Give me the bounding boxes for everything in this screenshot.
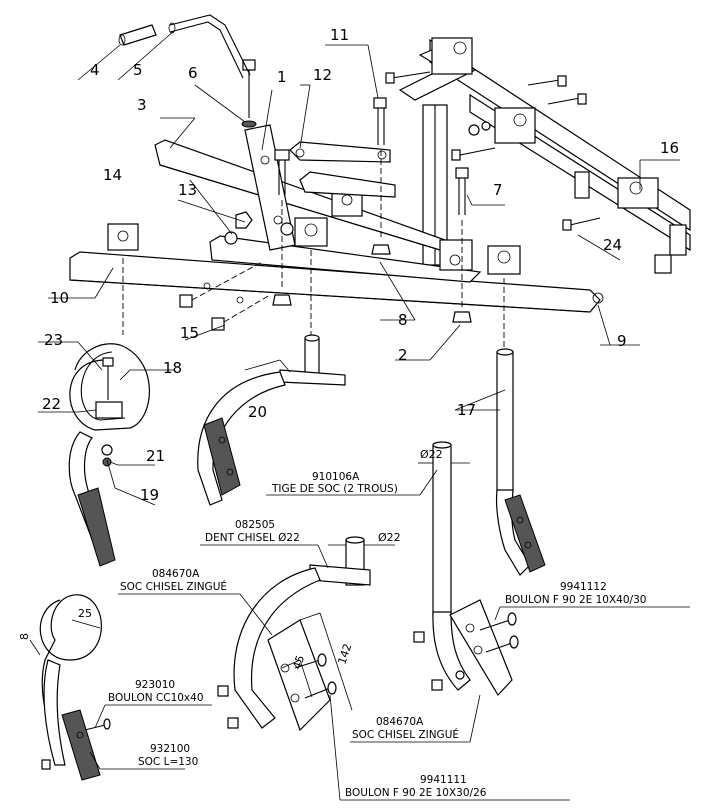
- callout-code: 9941112: [560, 581, 607, 593]
- spring-tine-18: [68, 343, 150, 567]
- item-number-19: 19: [140, 486, 159, 504]
- callout-boulon-f30: 9941111 BOULON F 90 2E 10X30/26: [329, 694, 570, 801]
- callout-soc-top: 084670A SOC CHISEL ZINGUÉ: [118, 568, 273, 636]
- handle-5: [168, 14, 251, 79]
- dim-45: 45: [290, 654, 307, 671]
- bolts-15: [179, 261, 271, 331]
- dim-25: 25: [78, 607, 92, 620]
- item-number-2: 2: [398, 346, 408, 364]
- item-number-8: 8: [398, 311, 408, 329]
- tige-de-soc: [413, 441, 519, 696]
- callout-desc: BOULON F 90 2E 10X40/30: [505, 594, 646, 606]
- callout-desc: SOC L=130: [138, 756, 198, 768]
- item-number-23: 23: [44, 331, 63, 349]
- bolt-11: [371, 97, 391, 255]
- item-number-18: 18: [163, 359, 182, 377]
- tine-20: [197, 334, 346, 506]
- callout-desc: TIGE DE SOC (2 TROUS): [271, 483, 398, 495]
- callout-desc: DENT CHISEL Ø22: [205, 532, 300, 544]
- item-number-7: 7: [493, 181, 503, 199]
- item-number-1: 1: [277, 68, 287, 86]
- pin-4: [118, 24, 157, 46]
- callout-code: 084670A: [152, 568, 200, 580]
- callout-tige: 910106A TIGE DE SOC (2 TROUS) Ø22: [266, 448, 470, 496]
- item-number-22: 22: [42, 395, 61, 413]
- item-number-6: 6: [188, 64, 198, 82]
- callout-code: 923010: [135, 679, 175, 691]
- callout-desc: BOULON CC10x40: [108, 692, 204, 704]
- bolt-7: [452, 167, 472, 323]
- item-number-14: 14: [103, 166, 122, 184]
- item-number-10: 10: [50, 289, 69, 307]
- item-number-24: 24: [603, 236, 622, 254]
- main-frame: [398, 37, 691, 274]
- item-number-21: 21: [146, 447, 165, 465]
- beam-brackets: [107, 189, 521, 275]
- bolt-6: [241, 59, 257, 128]
- callout-dent: 082505 DENT CHISEL Ø22 Ø22: [200, 519, 401, 569]
- item-numbers: 4 5 6 1 12 11 3 14 13 7 16 24 10 15 8 2 …: [42, 26, 679, 504]
- callout-code: 082505: [235, 519, 275, 531]
- dent-chisel: [217, 536, 371, 732]
- spring-tine-left: [29, 594, 111, 781]
- nuts-13-14: [224, 211, 294, 245]
- item-number-11: 11: [330, 26, 349, 44]
- callout-soc-l: 932100 SOC L=130: [89, 743, 198, 770]
- callout-code: 932100: [150, 743, 190, 755]
- leaders: [38, 29, 680, 506]
- callout-boulon-cc: 923010 BOULON CC10x40: [94, 679, 212, 729]
- callout-desc: SOC CHISEL ZINGUÉ: [120, 580, 227, 593]
- callout-code: 910106A: [312, 471, 360, 483]
- frame-bolts: [385, 71, 601, 231]
- callout-soc-bottom: 084670A SOC CHISEL ZINGUÉ: [350, 694, 481, 743]
- callout-desc: SOC CHISEL ZINGUÉ: [352, 728, 459, 741]
- callout-code: 9941111: [420, 774, 467, 786]
- tine-17: [495, 348, 546, 576]
- item-number-16: 16: [660, 139, 679, 157]
- item-number-20: 20: [248, 403, 267, 421]
- center-bolt: [272, 149, 292, 306]
- item-number-9: 9: [617, 332, 627, 350]
- item-number-17: 17: [457, 401, 476, 419]
- callout-boulon-f40: 9941112 BOULON F 90 2E 10X40/30: [494, 581, 690, 621]
- dim-8: 8: [18, 633, 31, 640]
- beam-9-10: [69, 251, 604, 313]
- item-number-13: 13: [178, 181, 197, 199]
- item-number-3: 3: [137, 96, 147, 114]
- dim-tige: Ø22: [420, 448, 443, 461]
- dim-dent: Ø22: [378, 531, 401, 544]
- link-12: [289, 141, 396, 198]
- callout-desc: BOULON F 90 2E 10X30/26: [345, 787, 487, 799]
- item-number-5: 5: [133, 61, 143, 79]
- item-number-15: 15: [180, 324, 199, 342]
- dim-142: 142: [335, 642, 354, 666]
- item-number-12: 12: [313, 66, 332, 84]
- callout-code: 084670A: [376, 716, 424, 728]
- item-number-4: 4: [90, 61, 100, 79]
